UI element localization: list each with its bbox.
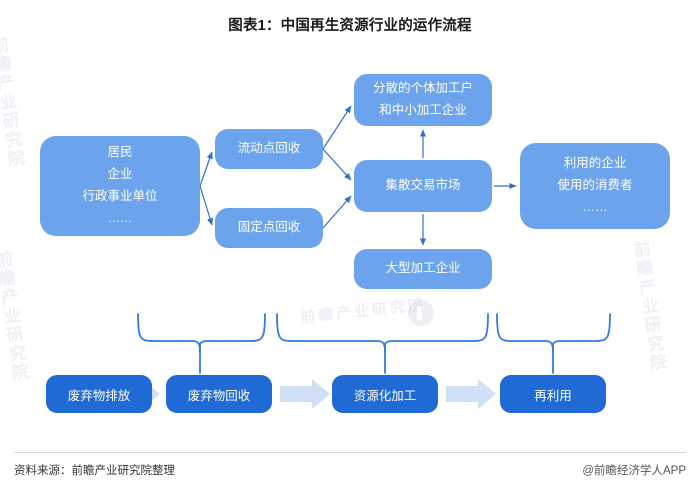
- large-processors-label: 大型加工企业: [385, 261, 461, 276]
- app-credit: @前瞻经济学人APP: [582, 465, 686, 477]
- mobile-collection-box[interactable]: 流动点回收: [215, 129, 323, 169]
- page-title: 图表1：中国再生资源行业的运作流程: [228, 18, 472, 34]
- waste-sources-line-1: 居民: [107, 145, 133, 160]
- end-users-line-2: 使用的消费者: [557, 178, 633, 193]
- small-processors-box[interactable]: 分散的个体加工户 和中小加工企业: [354, 74, 492, 126]
- end-users-line-1: 利用的企业: [563, 156, 627, 171]
- watermark-right: 前瞻产业研究院: [629, 239, 668, 374]
- step-reuse[interactable]: 再利用: [500, 375, 606, 413]
- footer-divider: [14, 452, 686, 453]
- waste-sources-line-4: ……: [107, 210, 133, 225]
- large-processors-box[interactable]: 大型加工企业: [354, 249, 492, 289]
- trading-market-label: 集散交易市场: [385, 178, 461, 193]
- end-users-line-3: ……: [582, 199, 608, 214]
- step-resource-processing-label: 资源化加工: [353, 388, 417, 403]
- step-waste-discharge[interactable]: 废弃物排放: [46, 375, 152, 413]
- small-processors-line-1: 分散的个体加工户: [372, 81, 473, 96]
- step-waste-collection-label: 废弃物回收: [187, 388, 251, 403]
- watermark-left-top: 前瞻产业研究院: [0, 35, 26, 170]
- source-note: 资料来源：前瞻产业研究院整理: [14, 465, 175, 477]
- watermark-logo-icon: [408, 300, 434, 326]
- step-reuse-label: 再利用: [534, 388, 572, 403]
- fixed-collection-box[interactable]: 固定点回收: [215, 208, 323, 248]
- end-users-box[interactable]: 利用的企业 使用的消费者 ……: [520, 143, 670, 229]
- waste-sources-line-3: 行政事业单位: [82, 189, 158, 203]
- step-waste-discharge-label: 废弃物排放: [67, 388, 131, 403]
- waste-sources-line-2: 企业: [107, 167, 133, 182]
- waste-sources-box[interactable]: 居民 企业 行政事业单位 ……: [40, 136, 200, 236]
- step-resource-processing[interactable]: 资源化加工: [332, 375, 438, 413]
- watermark-left-bottom: 前瞻产业研究院: [0, 249, 30, 384]
- small-processors-line-2: 和中小加工企业: [379, 103, 467, 117]
- fixed-collection-label: 固定点回收: [237, 220, 301, 235]
- mobile-collection-label: 流动点回收: [237, 141, 301, 156]
- step-waste-collection[interactable]: 废弃物回收: [166, 375, 272, 413]
- trading-market-box[interactable]: 集散交易市场: [354, 160, 492, 212]
- watermark-center: 前瞻产业研究院: [299, 296, 427, 327]
